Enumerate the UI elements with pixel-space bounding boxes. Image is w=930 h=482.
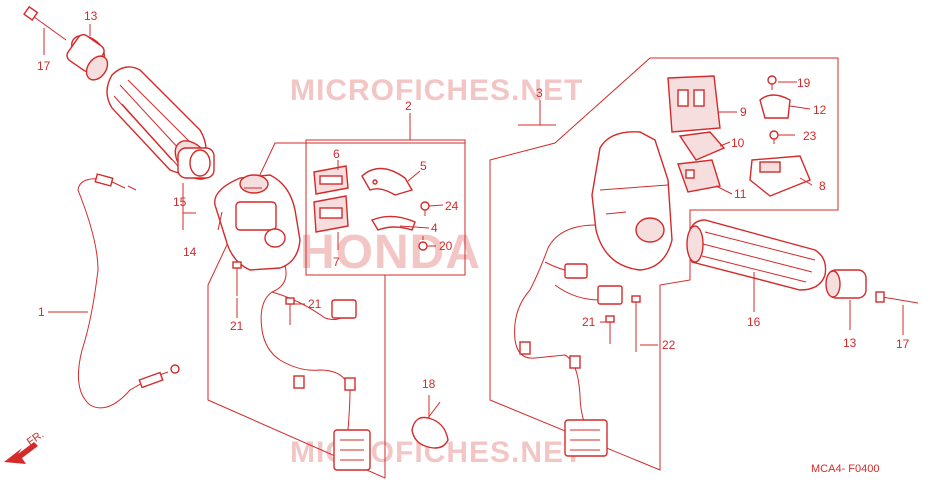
callout-3: 3 [536, 86, 543, 100]
switch-cover-11 [677, 159, 721, 193]
front-direction-arrow: FR. [4, 428, 46, 464]
clamp-12 [759, 94, 791, 119]
callout-11: 11 [734, 187, 747, 201]
callout-2: 2 [405, 99, 412, 113]
watermark-top: MICROFICHES.NET [290, 74, 583, 107]
throttle-cable-1 [77, 173, 180, 409]
screw-23 [769, 130, 779, 144]
callout-5: 5 [420, 159, 427, 173]
screw-21-c [605, 315, 615, 344]
switch-cover-9 [667, 75, 721, 133]
switch-cover-7 [313, 195, 349, 233]
callout-8: 8 [819, 179, 826, 193]
leader-lines [43, 24, 904, 418]
callout-21-c: 21 [582, 315, 596, 329]
switch-housing-right [591, 131, 673, 271]
cable-tie-18 [411, 401, 449, 449]
screw-right-17 [875, 291, 919, 304]
switch-8 [749, 155, 811, 197]
screw-19 [767, 75, 777, 90]
callout-14: 14 [183, 245, 197, 259]
switch-cover-10 [678, 131, 726, 161]
callout-10: 10 [731, 136, 745, 150]
grip-end-right-13 [825, 269, 867, 299]
callout-7: 7 [333, 255, 340, 269]
callout-13-right: 13 [843, 336, 857, 350]
callout-1: 1 [38, 305, 45, 319]
switch-cover-6 [313, 165, 349, 195]
wire-harness-left [260, 264, 371, 471]
callout-15: 15 [173, 195, 187, 209]
screw-24 [420, 201, 430, 216]
switch-housing-left [214, 174, 301, 271]
handlebar-grip-right-16 [686, 219, 827, 291]
callout-17-left: 17 [37, 59, 51, 73]
callout-16: 16 [747, 315, 761, 329]
screw-left-17 [23, 5, 67, 41]
screw-21-b [285, 297, 295, 325]
callout-21-a: 21 [230, 319, 244, 333]
callout-18: 18 [422, 377, 436, 391]
callout-6: 6 [333, 147, 340, 161]
screw-22 [631, 295, 641, 352]
diagram-code: MCA4- F0400 [811, 463, 879, 475]
grip-end-left-13 [66, 34, 109, 81]
callout-12: 12 [813, 103, 827, 117]
callout-13-left: 13 [84, 9, 98, 23]
callout-22: 22 [662, 338, 676, 352]
cable-clamp-5 [361, 167, 414, 196]
callout-21-b: 21 [308, 297, 322, 311]
group-outline-sub-parts [305, 139, 466, 276]
callout-4: 4 [431, 221, 438, 235]
screw-21-a [232, 261, 242, 296]
throttle-grip-left [106, 66, 215, 180]
wire-harness-right [514, 224, 623, 457]
callout-23: 23 [803, 129, 817, 143]
callout-20: 20 [439, 239, 453, 253]
callout-9: 9 [740, 105, 747, 119]
callout-24: 24 [445, 199, 459, 213]
direction-marker: FR. [25, 428, 46, 448]
callout-19: 19 [797, 76, 811, 90]
watermark-middle: HONDA [300, 226, 481, 279]
callout-17-right: 17 [896, 337, 910, 351]
